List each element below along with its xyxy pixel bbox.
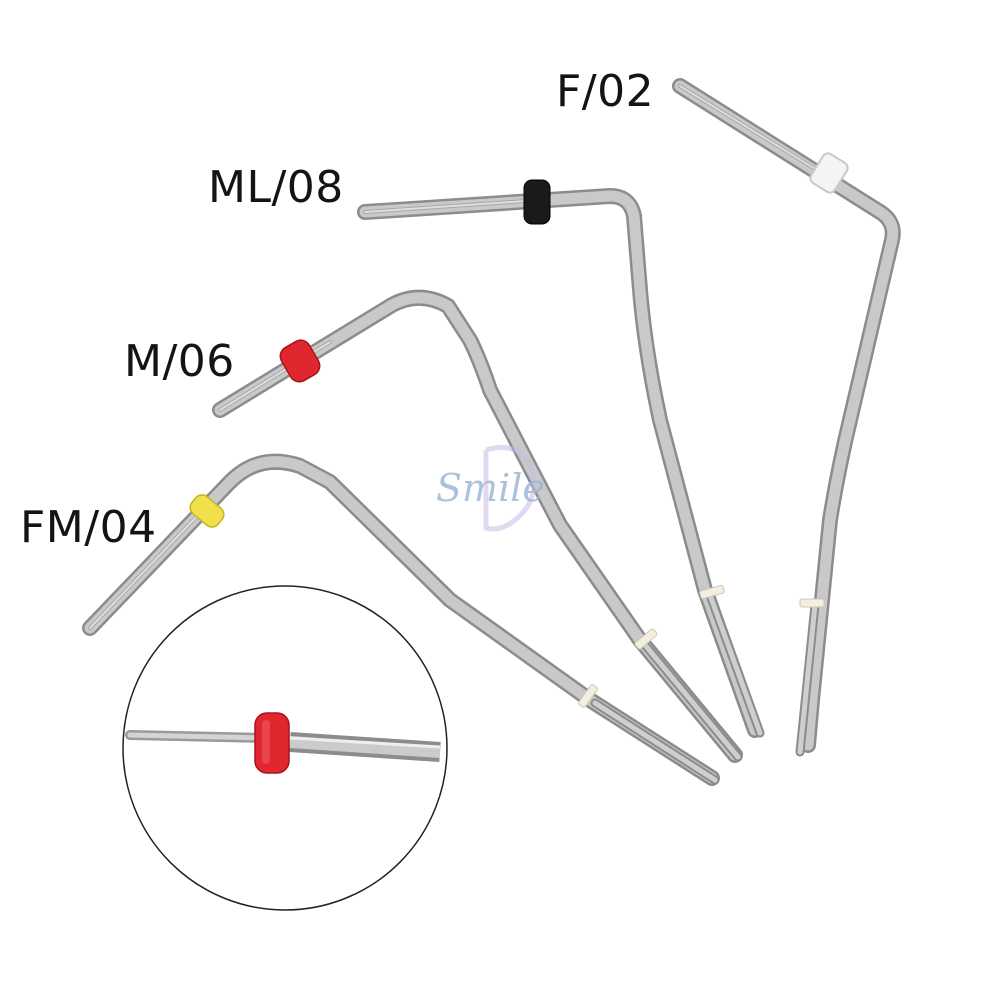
instrument-ml08 (357, 179, 765, 738)
stopper-ml08 (523, 179, 551, 225)
stopper-fm04 (189, 494, 225, 528)
instrument-f02 (672, 78, 901, 757)
watermark-logo (483, 445, 537, 532)
ring-fm04 (578, 684, 598, 708)
ring-f02 (799, 598, 825, 608)
instrument-fm04 (82, 453, 720, 786)
stopper-f02 (809, 152, 849, 194)
label-m06: M/06 (124, 336, 235, 387)
watermark-text: Smile (436, 466, 545, 510)
magnified-stopper (254, 712, 290, 774)
ring-m06 (634, 628, 658, 650)
detail-magnifier (122, 585, 448, 911)
instrument-m06 (212, 289, 743, 763)
label-f02: F/02 (556, 66, 655, 117)
stopper-m06 (279, 339, 321, 383)
label-ml08: ML/08 (208, 162, 344, 213)
ring-ml08 (699, 584, 725, 600)
label-fm04: FM/04 (20, 502, 157, 553)
